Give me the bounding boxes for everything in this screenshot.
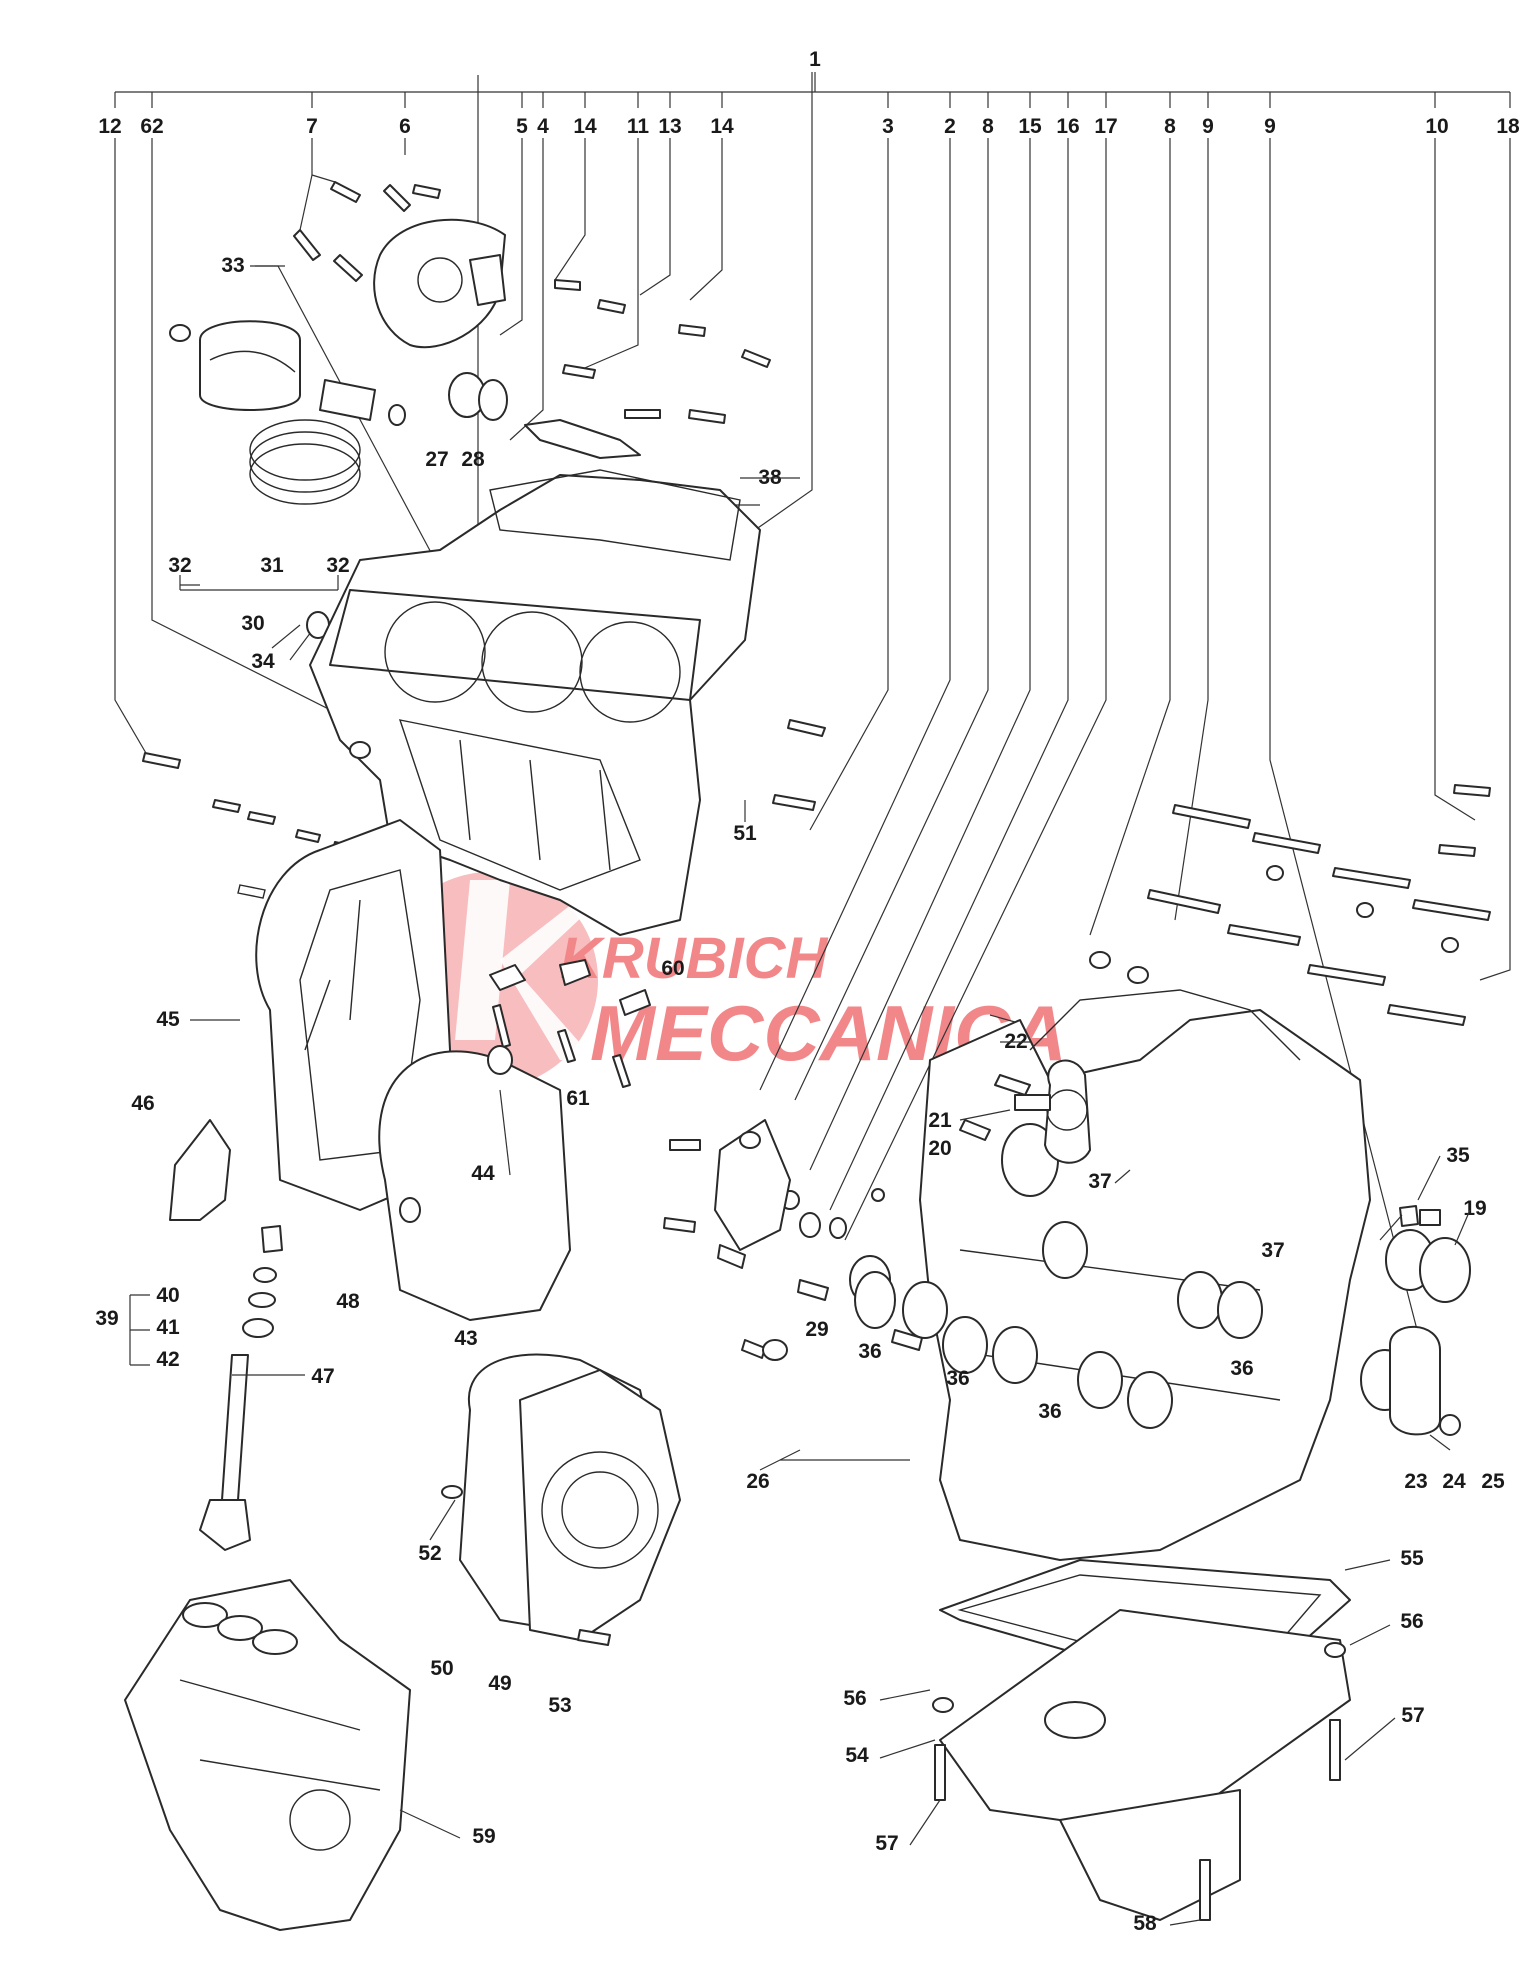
callout-label: 12 — [98, 115, 121, 138]
callout-label: 59 — [472, 1825, 495, 1848]
callout-label: 10 — [1425, 115, 1448, 138]
callout-label: 27 — [425, 448, 448, 471]
small-brackets — [399, 959, 651, 1223]
callout-label: 43 — [454, 1327, 477, 1350]
callout-label: 52 — [418, 1542, 441, 1565]
callout-label: 53 — [548, 1694, 571, 1717]
callout-label: 13 — [658, 115, 681, 138]
callout-label: 51 — [733, 822, 757, 845]
callout-label: 26 — [746, 1470, 769, 1493]
callout-label: 28 — [461, 448, 485, 471]
callout-label: 56 — [1400, 1610, 1423, 1633]
label-ticks — [129, 265, 1471, 1926]
callout-label: 48 — [336, 1290, 360, 1313]
callout-label: 36 — [858, 1340, 881, 1363]
callout-label: 39 — [95, 1307, 118, 1330]
engine-assembly — [124, 1579, 411, 1931]
callout-label: 42 — [156, 1348, 179, 1371]
callout-label: 15 — [1018, 115, 1042, 138]
callout-label: 17 — [1094, 115, 1117, 138]
callout-label: 3 — [882, 115, 894, 138]
callout-label: 23 — [1404, 1470, 1427, 1493]
callout-label: 14 — [573, 115, 597, 138]
callout-label: 35 — [1446, 1144, 1470, 1167]
callout-label: 36 — [946, 1367, 969, 1390]
callout-label: 4 — [537, 115, 549, 138]
callout-label: 11 — [627, 115, 650, 138]
callout-label: 32 — [326, 554, 349, 577]
callout-label: 16 — [1056, 115, 1079, 138]
callout-label: 57 — [875, 1832, 898, 1855]
callout-label: 44 — [471, 1162, 495, 1185]
cylinder-block — [309, 469, 761, 936]
callout-label: 40 — [156, 1284, 179, 1307]
callout-label: 50 — [430, 1657, 453, 1680]
callout-label: 5 — [516, 115, 528, 138]
crankcase — [849, 989, 1461, 1561]
callout-label: 19 — [1463, 1197, 1486, 1220]
callout-label: 58 — [1133, 1912, 1157, 1935]
callout-label: 37 — [1261, 1239, 1284, 1262]
callout-label: 37 — [1088, 1170, 1111, 1193]
callout-label: 41 — [156, 1316, 180, 1339]
callout-label: 21 — [928, 1109, 952, 1132]
callout-label: 29 — [805, 1318, 828, 1341]
callout-label: 8 — [982, 115, 994, 138]
callout-label: 34 — [251, 650, 275, 673]
callout-label: 32 — [168, 554, 191, 577]
generator-cover — [441, 1353, 681, 1646]
seals-and-rings — [663, 951, 1471, 1436]
callout-label: 55 — [1400, 1547, 1424, 1570]
callout-label: 1 — [809, 48, 821, 71]
callout-label: 46 — [131, 1092, 154, 1115]
pump-cover — [373, 218, 641, 459]
callout-label: 9 — [1202, 115, 1214, 138]
callout-label: 62 — [140, 115, 163, 138]
callout-label: 56 — [843, 1687, 866, 1710]
bolts-top — [293, 181, 771, 424]
callout-label: 9 — [1264, 115, 1276, 138]
clutch-cover — [169, 819, 571, 1321]
callout-label: 36 — [1038, 1400, 1061, 1423]
callout-label: 31 — [260, 554, 284, 577]
callout-label: 7 — [306, 115, 318, 138]
callout-label: 20 — [928, 1137, 951, 1160]
callout-label: 60 — [661, 957, 684, 980]
callout-label: 18 — [1496, 115, 1520, 138]
callout-label: 54 — [845, 1744, 869, 1767]
callout-label: 33 — [221, 254, 244, 277]
piston-assembly — [169, 320, 406, 639]
callout-label: 45 — [156, 1008, 180, 1031]
callout-label: 2 — [944, 115, 956, 138]
oil-sump — [932, 1559, 1351, 1921]
callout-label: 14 — [710, 115, 734, 138]
oil-pickup — [199, 1225, 283, 1551]
callout-label: 49 — [488, 1672, 511, 1695]
watermark-line1: KRUBICH — [560, 926, 829, 991]
crankcase-bolts — [1147, 784, 1491, 1026]
callout-label: 25 — [1481, 1470, 1505, 1493]
callout-label: 36 — [1230, 1357, 1253, 1380]
callout-label: 61 — [566, 1087, 590, 1110]
callout-label: 47 — [311, 1365, 334, 1388]
callout-label: 57 — [1401, 1704, 1424, 1727]
callout-label: 30 — [241, 612, 264, 635]
callout-label: 6 — [399, 115, 411, 138]
callout-label: 8 — [1164, 115, 1176, 138]
callout-label: 24 — [1442, 1470, 1466, 1493]
